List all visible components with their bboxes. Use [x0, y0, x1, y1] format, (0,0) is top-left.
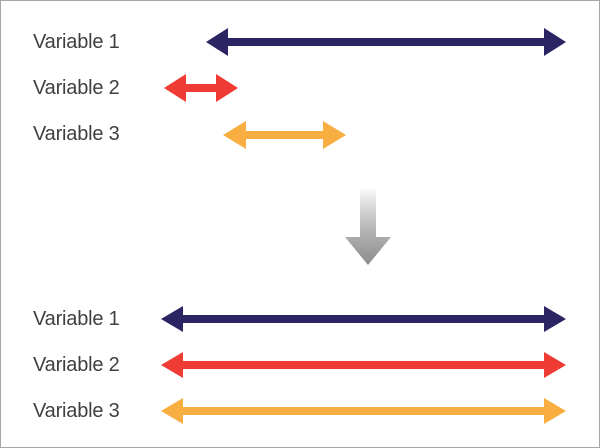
double-arrow-shape	[161, 306, 566, 332]
double-arrow-shape	[161, 352, 566, 378]
top-variable-2-label: Variable 2	[33, 77, 120, 99]
top-variable-3-label: Variable 3	[33, 123, 120, 145]
bottom-variable-1-label: Variable 1	[33, 308, 120, 330]
bottom-variable-2-label: Variable 2	[33, 354, 120, 376]
top-variable-1-label: Variable 1	[33, 31, 120, 53]
top-variable-1-arrow	[206, 28, 566, 56]
double-arrow-shape	[206, 28, 566, 56]
bottom-variable-2-arrow	[161, 352, 566, 378]
bottom-variable-1-arrow	[161, 306, 566, 332]
double-arrow-shape	[161, 398, 566, 424]
bottom-variable-3-label: Variable 3	[33, 400, 120, 422]
down-arrow-shape	[345, 187, 391, 265]
bottom-variable-3-arrow	[161, 398, 566, 424]
arrow-down-gradient-icon	[345, 187, 391, 265]
top-variable-2-arrow	[164, 74, 238, 102]
double-arrow-shape	[223, 121, 346, 149]
double-arrow-shape	[164, 74, 238, 102]
top-variable-3-arrow	[223, 121, 346, 149]
